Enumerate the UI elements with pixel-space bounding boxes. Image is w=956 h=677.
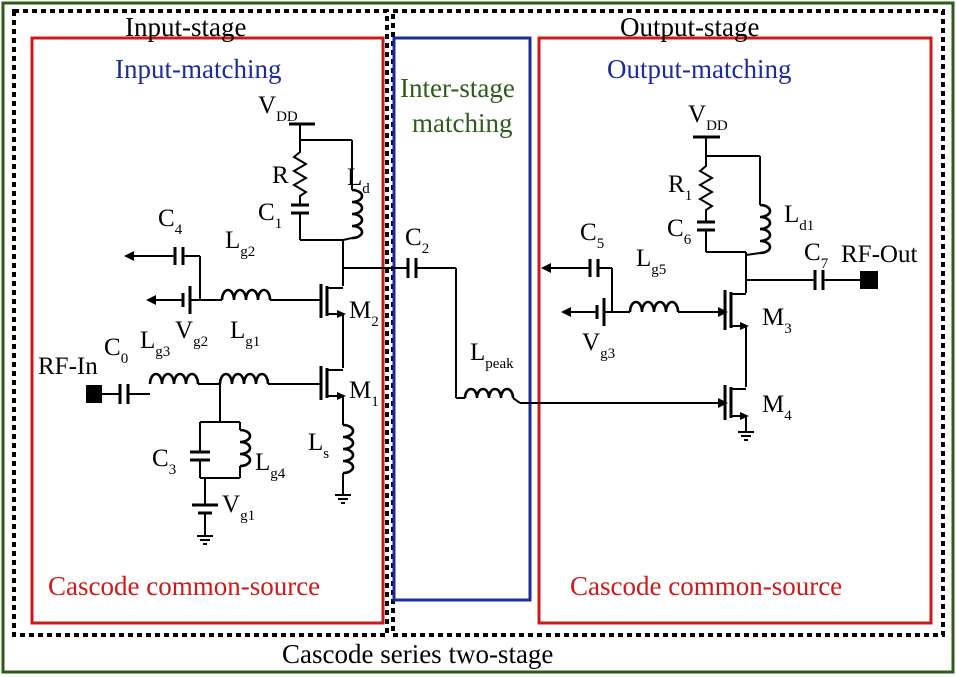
- label-m4: M4: [762, 391, 792, 424]
- ld1-inductor-icon: [759, 203, 772, 255]
- label-c6: C6: [667, 215, 692, 248]
- label-lg3: Lg3: [140, 327, 170, 360]
- output-stage-label: Output-stage: [620, 12, 759, 42]
- label-rf-in: RF-In: [38, 353, 98, 380]
- label-c7: C7: [804, 239, 829, 272]
- input-matching-block: [30, 36, 385, 625]
- label-m1: M1: [349, 377, 379, 410]
- interstage-circuit: [406, 258, 728, 408]
- label-ls: Ls: [308, 429, 329, 462]
- label-c4: C4: [158, 205, 183, 238]
- label-ld: Ld: [347, 164, 370, 197]
- lg5-inductor-icon: [628, 300, 680, 313]
- label-vg1: Vg1: [222, 491, 255, 524]
- interstage-label-line1: Inter-stage: [400, 73, 515, 103]
- lpeak-inductor-icon: [463, 387, 515, 399]
- lg3-inductor-icon: [148, 372, 200, 385]
- ls-inductor-icon: [342, 423, 355, 475]
- label-c0: C0: [104, 334, 128, 367]
- label-lg4: Lg4: [255, 449, 286, 482]
- label-lpeak: Lpeak: [470, 339, 514, 372]
- label-m3: M3: [762, 304, 792, 337]
- cascode-cs-right-label: Cascode common-source: [570, 571, 842, 601]
- label-r1: R1: [668, 171, 692, 204]
- component-labels: VDD R Ld C1 C4 Lg2 Vg2 Lg1 Lg3 C0 RF-In …: [38, 92, 917, 524]
- label-ld1: Ld1: [784, 201, 814, 234]
- label-c5: C5: [580, 219, 604, 252]
- ld-inductor-icon: [351, 188, 364, 240]
- rf-in-port: [86, 385, 102, 403]
- label-c2: C2: [405, 224, 429, 257]
- input-stage-frame: [12, 9, 389, 637]
- input-stage-circuit: [86, 122, 408, 545]
- label-vg3: Vg3: [582, 329, 615, 362]
- label-lg1: Lg1: [230, 317, 260, 350]
- label-r: R: [272, 162, 289, 189]
- input-matching-label: Input-matching: [115, 54, 281, 84]
- label-m2: M2: [349, 297, 379, 330]
- label-lg5: Lg5: [636, 245, 666, 278]
- output-stage-circuit: [541, 135, 878, 441]
- output-matching-block: [537, 36, 933, 625]
- interstage-matching-block: [392, 36, 532, 602]
- lg4-inductor-icon: [239, 428, 252, 468]
- caption: Cascode series two-stage: [282, 639, 553, 669]
- output-matching-label: Output-matching: [607, 54, 791, 84]
- output-stage-frame: [391, 9, 945, 637]
- label-vdd-in: VDD: [258, 92, 298, 125]
- label-c1: C1: [258, 199, 282, 232]
- label-rf-out: RF-Out: [841, 241, 917, 268]
- input-stage-label: Input-stage: [125, 12, 246, 42]
- label-lg2: Lg2: [225, 227, 255, 260]
- lg2-inductor-icon: [220, 288, 272, 301]
- label-c3: C3: [152, 445, 176, 478]
- label-vg2: Vg2: [175, 317, 208, 350]
- label-vdd-out: VDD: [688, 101, 728, 134]
- cascode-cs-left-label: Cascode common-source: [48, 571, 320, 601]
- interstage-label-line2: matching: [412, 108, 512, 138]
- lg1-inductor-icon: [218, 372, 270, 385]
- rf-out-port: [860, 271, 878, 289]
